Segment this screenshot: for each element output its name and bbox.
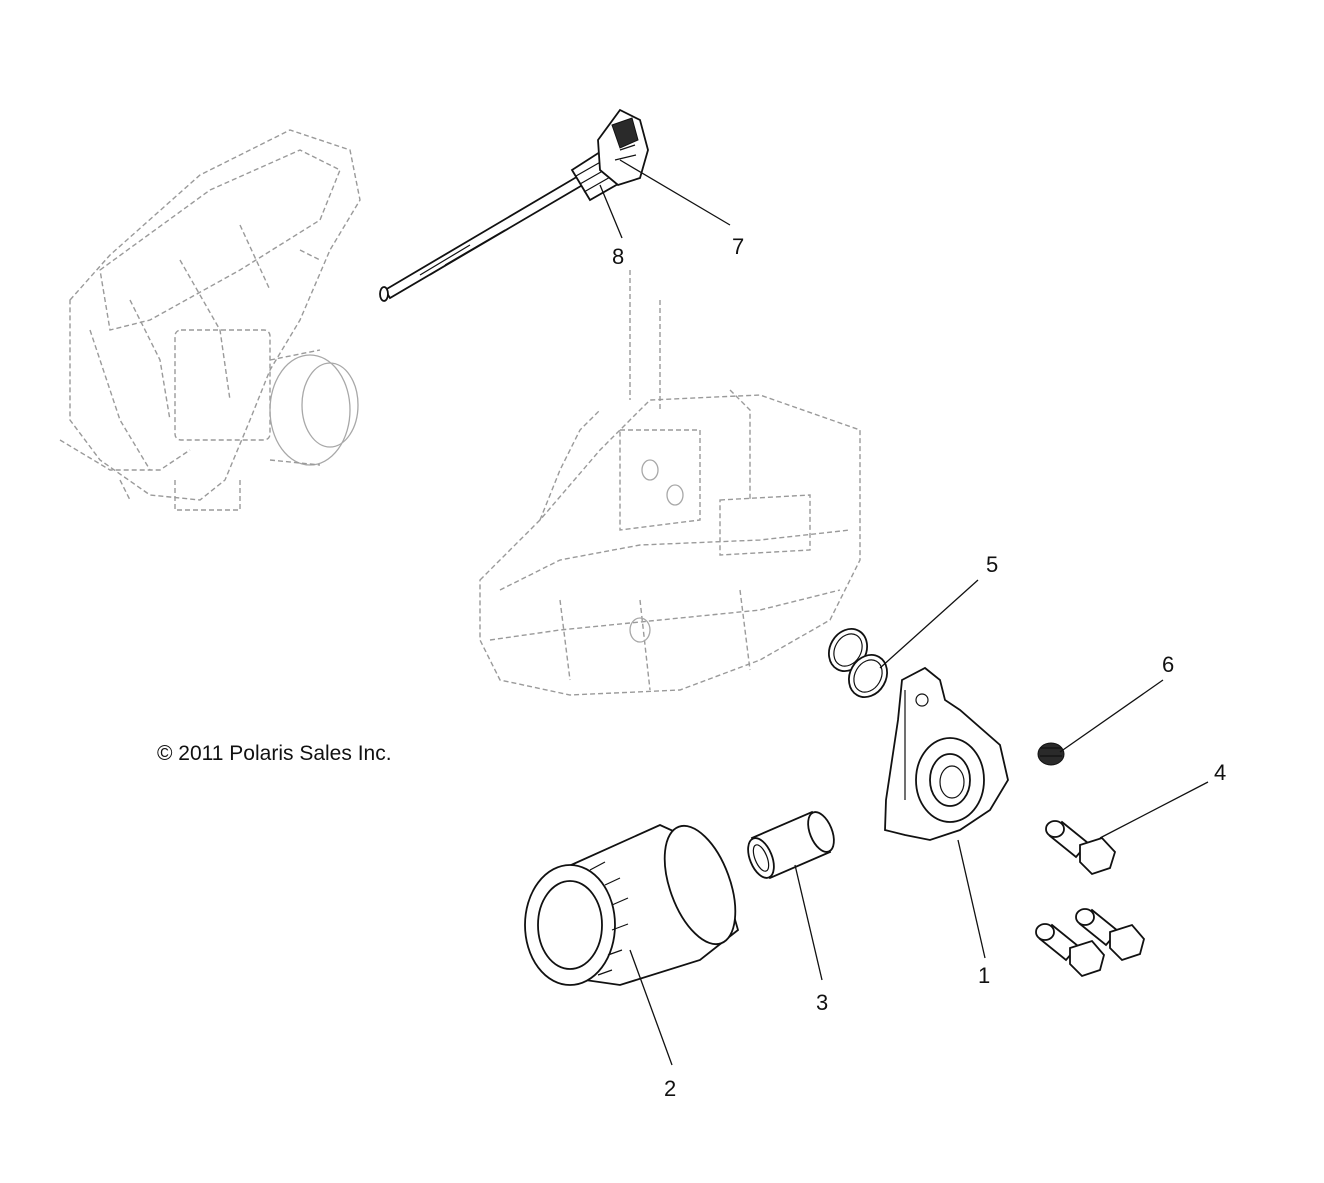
- sleeve: [747, 810, 835, 880]
- callout-8: 8: [612, 244, 624, 269]
- engine-context-center: [479, 270, 861, 696]
- copyright-notice: © 2011 Polaris Sales Inc.: [157, 742, 392, 765]
- dipstick-cap: [597, 108, 649, 187]
- drain-plug: [1037, 742, 1065, 766]
- callout-3: 3: [816, 990, 828, 1015]
- callout-1: 1: [978, 963, 990, 988]
- callout-7: 7: [732, 234, 744, 259]
- oil-filter: [524, 824, 740, 986]
- bolt-upper: [1045, 820, 1117, 876]
- callout-2: 2: [664, 1076, 676, 1101]
- engine-context-upper-left: [59, 129, 361, 511]
- leader-lines: [599, 159, 1209, 1066]
- callout-6: 6: [1162, 652, 1174, 677]
- callout-5: 5: [986, 552, 998, 577]
- o-rings: [828, 628, 888, 698]
- dipstick: [379, 173, 588, 302]
- bolt-lower-left: [1035, 923, 1105, 978]
- filter-adapter: [884, 666, 1009, 841]
- callout-4: 4: [1214, 760, 1226, 785]
- bolt-lower-right: [1075, 908, 1145, 962]
